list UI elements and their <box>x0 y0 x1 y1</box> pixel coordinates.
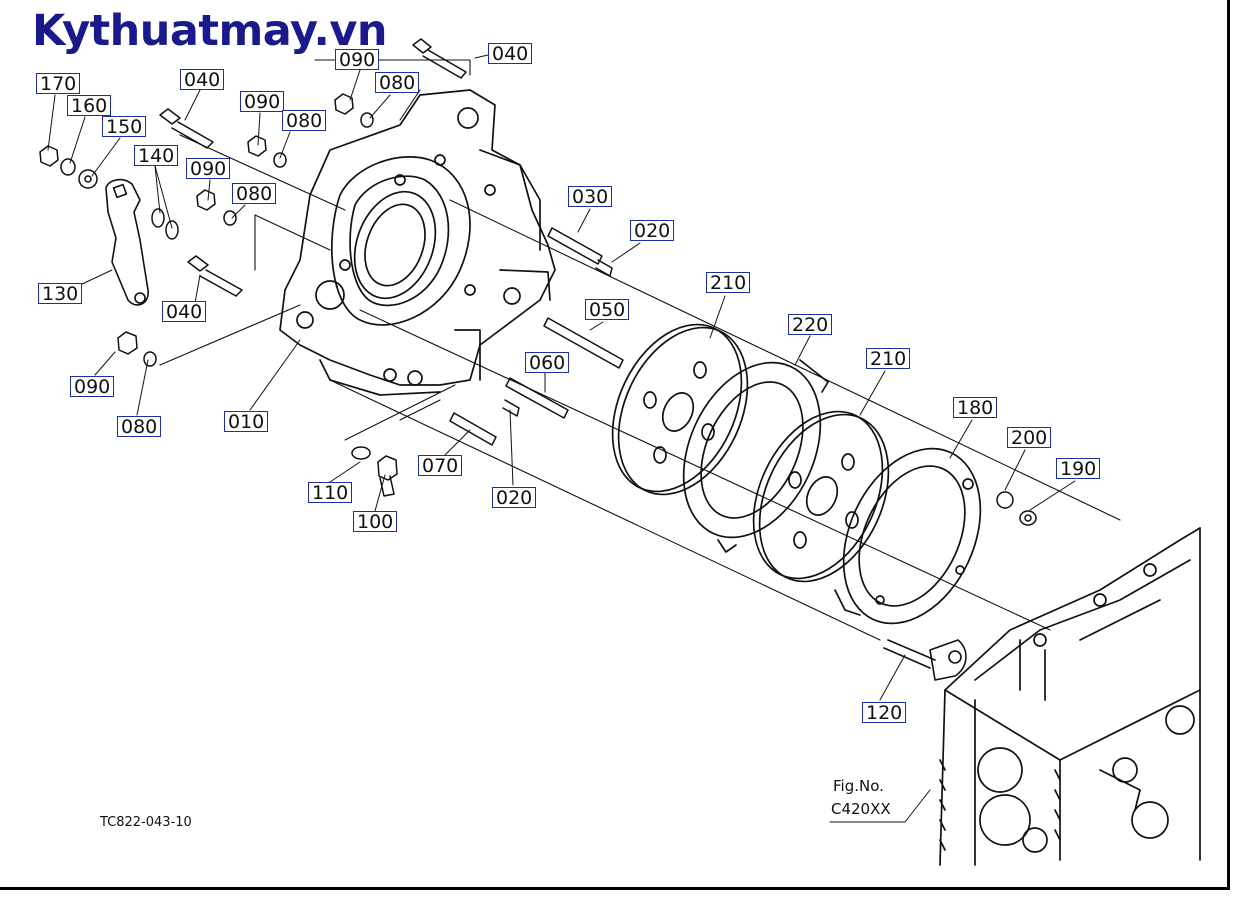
callout-080: 080 <box>232 183 277 205</box>
clutch-housing-icon <box>279 89 556 396</box>
lever-icon <box>105 178 149 306</box>
callout-070: 070 <box>418 455 463 477</box>
drawing-code: TC822-043-10 <box>100 815 192 830</box>
callout-040: 040 <box>180 69 225 91</box>
assembly-axis-lines <box>159 59 1121 641</box>
callout-050: 050 <box>585 299 630 321</box>
callout-110: 110 <box>308 482 353 504</box>
callout-020: 020 <box>630 220 675 242</box>
figure-number: C420XX <box>831 800 891 818</box>
friction-disc-icon <box>611 323 749 496</box>
callout-020: 020 <box>492 487 537 509</box>
callout-210: 210 <box>866 348 911 370</box>
washer-icon <box>60 112 1037 526</box>
callout-040: 040 <box>162 301 207 323</box>
callout-090: 090 <box>240 91 285 113</box>
callout-040: 040 <box>488 43 533 65</box>
callout-140: 140 <box>134 145 179 167</box>
callout-090: 090 <box>335 49 380 71</box>
callout-120: 120 <box>862 702 907 724</box>
callout-030: 030 <box>568 186 613 208</box>
callout-190: 190 <box>1056 458 1101 480</box>
callout-210: 210 <box>706 272 751 294</box>
friction-disc-icon <box>752 410 890 583</box>
pressure-plate-icon <box>834 447 982 625</box>
callout-080: 080 <box>282 110 327 132</box>
nut-icon <box>39 93 398 481</box>
callout-010: 010 <box>224 411 269 433</box>
brand-watermark: Kythuatmay.vn <box>32 6 388 56</box>
separator-plate-icon <box>682 359 829 553</box>
transmission-case-icon <box>939 527 1201 866</box>
callout-090: 090 <box>186 158 231 180</box>
callout-170: 170 <box>36 73 81 95</box>
callout-100: 100 <box>353 511 398 533</box>
callout-220: 220 <box>788 314 833 336</box>
drain-plug-icon <box>379 475 395 497</box>
callout-160: 160 <box>67 95 112 117</box>
callout-150: 150 <box>102 116 147 138</box>
callout-080: 080 <box>117 416 162 438</box>
callout-090: 090 <box>70 376 115 398</box>
callout-200: 200 <box>1007 427 1052 449</box>
bolt-icon <box>159 38 467 297</box>
pin-icon <box>883 639 967 681</box>
callout-180: 180 <box>953 397 998 419</box>
stud-icon <box>449 227 624 446</box>
callout-080: 080 <box>375 72 420 94</box>
callout-060: 060 <box>525 352 570 374</box>
leader-lines <box>47 54 1076 823</box>
figure-label: Fig.No. <box>833 777 884 795</box>
callout-130: 130 <box>38 283 83 305</box>
